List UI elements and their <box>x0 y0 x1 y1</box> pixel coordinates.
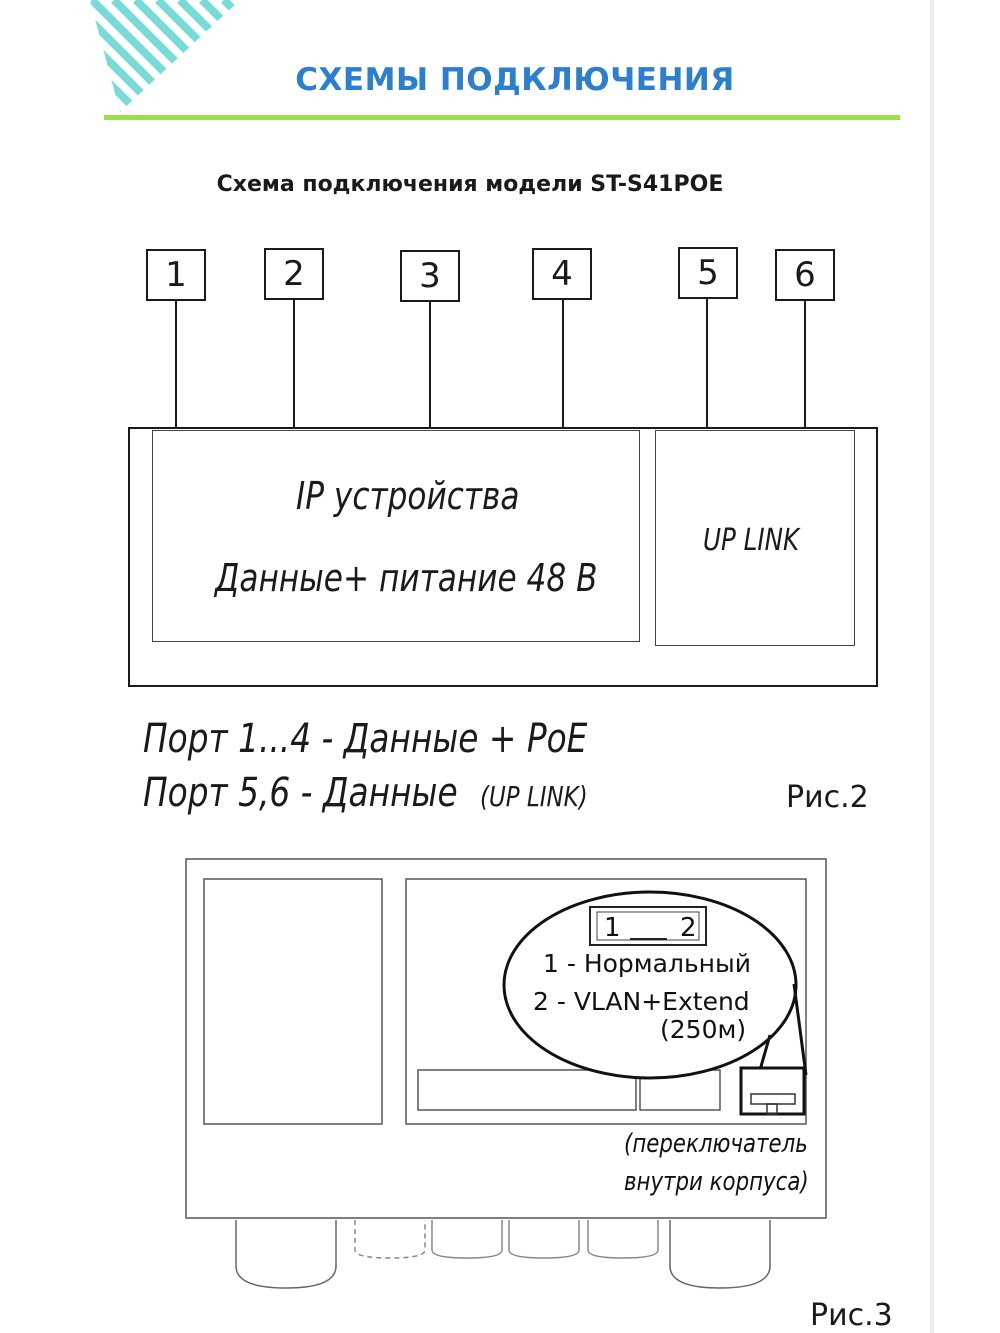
panel-right-section <box>405 878 807 1125</box>
port-connector-6 <box>804 300 806 428</box>
port-connector-5 <box>706 298 708 428</box>
port-connector-1 <box>175 300 177 428</box>
port-connector-4 <box>562 299 564 428</box>
mode-vlan-label: 2 - VLAN+Extend <box>533 987 750 1016</box>
title-underline <box>104 115 900 120</box>
port-label-1: 1 <box>146 249 206 301</box>
switch-location-box <box>739 1066 806 1116</box>
header-stripes-decoration <box>90 0 240 112</box>
panel-slot-wide <box>417 1069 637 1111</box>
device-front-panel: 1 2 1 - Нормальный 2 - VLAN+Extend (250м… <box>185 858 827 1289</box>
port-bump-3 <box>508 1220 580 1259</box>
ports-5-6-note: Порт 5,6 - Данные <box>143 770 458 816</box>
page-edge-shadow <box>930 0 934 1333</box>
port-connector-2 <box>293 299 295 428</box>
ip-devices-block <box>152 430 640 642</box>
data-power-label: Данные+ питание 48 В <box>215 556 598 600</box>
foot-right <box>669 1220 771 1289</box>
ip-devices-label: IP устройства <box>296 474 520 518</box>
figure-2-caption: Рис.2 <box>786 780 869 815</box>
uplink-block <box>655 430 855 646</box>
port-bump-2 <box>431 1220 503 1259</box>
foot-left <box>235 1220 337 1289</box>
port-label-6: 6 <box>775 249 835 301</box>
device-outline <box>128 427 878 687</box>
switch-note-line2: внутри корпуса) <box>624 1166 809 1197</box>
figure-3-caption: Рис.3 <box>810 1298 893 1333</box>
port-bump-4 <box>587 1220 659 1259</box>
mode-range-label: (250м) <box>660 1015 746 1044</box>
diagram-subtitle: Схема подключения модели ST-S41POE <box>216 172 724 197</box>
switch-position-1: 1 <box>604 913 621 943</box>
port-label-5: 5 <box>678 247 738 299</box>
port-label-4: 4 <box>532 248 592 300</box>
mode-normal-label: 1 - Нормальный <box>543 949 751 978</box>
port-bump-1 <box>354 1220 426 1259</box>
switch-position-2: 2 <box>680 913 697 943</box>
panel-left-section <box>203 878 383 1125</box>
ports-5-6-uplink-note: (UP LINK) <box>480 780 588 813</box>
ports-1-4-note: Порт 1...4 - Данные + PoE <box>143 716 588 762</box>
stripe-line <box>90 0 149 112</box>
stripe-line <box>177 0 240 112</box>
uplink-label: UP LINK <box>703 523 800 558</box>
mode-callout-bubble <box>502 890 798 1080</box>
panel-outline <box>185 858 827 1219</box>
port-connector-3 <box>429 301 431 428</box>
callout-pointer <box>758 983 808 1076</box>
switch-note-line1: (переключатель <box>624 1128 808 1159</box>
page-title: СХЕМЫ ПОДКЛЮЧЕНИЯ <box>295 62 735 98</box>
port-label-3: 3 <box>400 250 460 302</box>
port-label-2: 2 <box>264 248 324 300</box>
